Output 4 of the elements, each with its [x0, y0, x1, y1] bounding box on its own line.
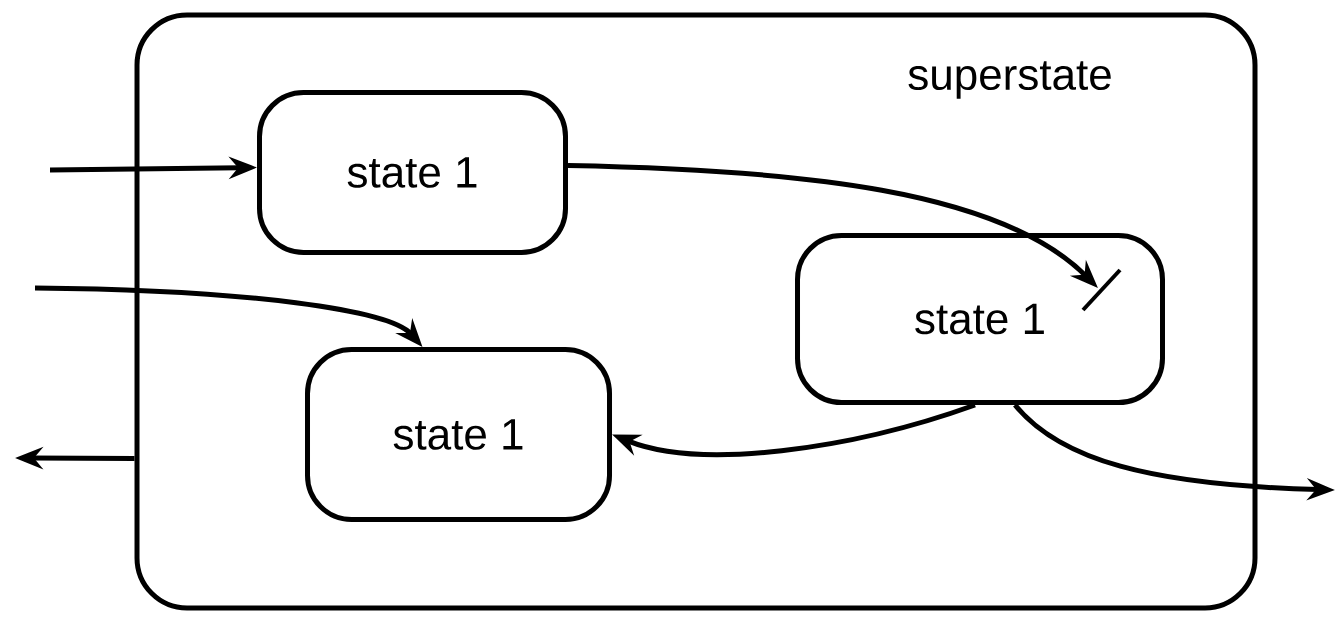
state-box: state 1 — [257, 90, 568, 255]
state-box: state 1 — [795, 233, 1165, 405]
arrow — [567, 163, 1122, 312]
state-box: state 1 — [305, 347, 612, 522]
